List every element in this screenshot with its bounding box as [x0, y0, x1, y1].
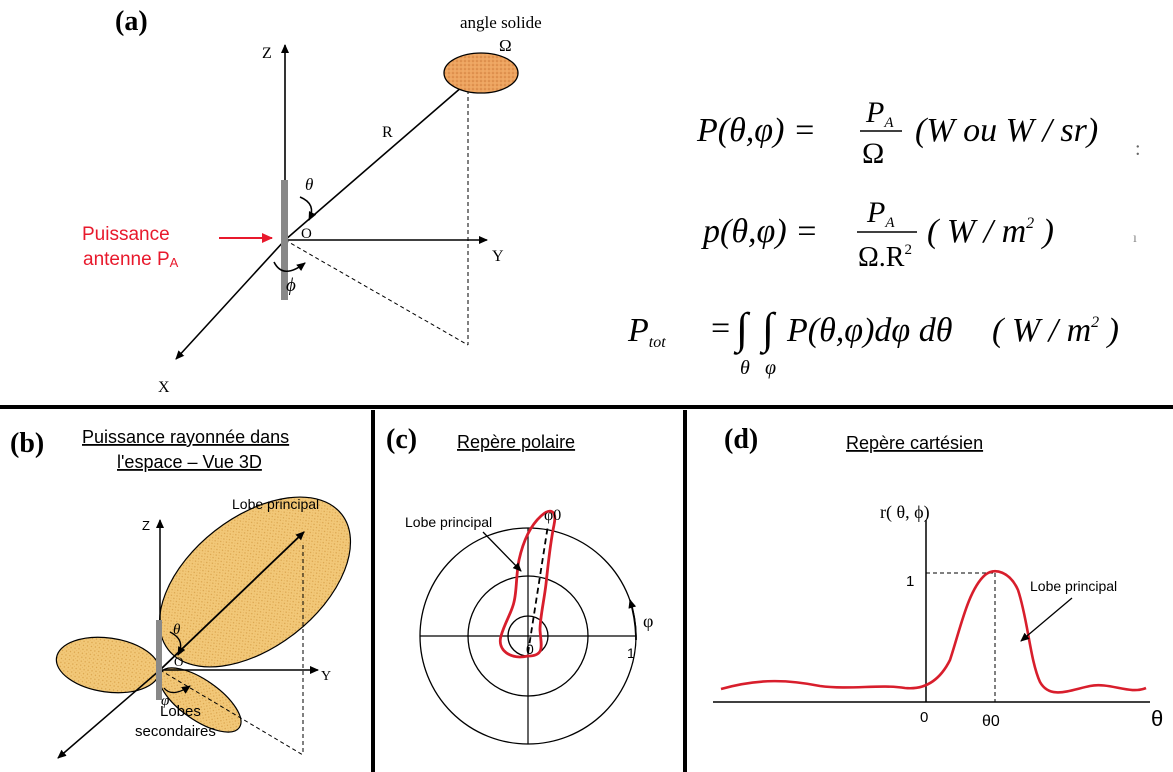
f3-unit: ( W / m2 ) [992, 312, 1119, 349]
c-main-lobe-label: Lobe principal [405, 514, 492, 530]
c-phi0-dashed-line [527, 524, 549, 654]
formula-3: Ptot = ∫ ∫ θ φ P(θ,φ)dφ dθ ( W / m2 ) [627, 304, 1119, 379]
panel-c: (c) Repère polaire Lobe principal φ0 0 1… [386, 424, 653, 745]
f1-numerator: PA [865, 96, 894, 131]
a-origin-label: O [301, 226, 312, 242]
a-y-label: Y [492, 248, 504, 265]
d-main-lobe-arrow [1020, 597, 1073, 642]
a-dash-ground [284, 239, 469, 346]
f1-lhs: P(θ,φ) = [696, 112, 816, 149]
b-side-lobes-label-1: Lobes [160, 703, 201, 720]
b-z-label: Z [142, 518, 150, 533]
panel-d-label: (d) [724, 424, 758, 455]
d-main-lobe-label: Lobe principal [1030, 578, 1117, 594]
f3-integral-2: ∫ [759, 304, 777, 355]
b-origin-label: O [174, 654, 183, 669]
a-power-label-line2: antenne PA [83, 249, 179, 270]
d-curve [720, 570, 1147, 694]
b-theta-label: θ [173, 622, 181, 638]
a-z-label: Z [262, 45, 272, 62]
d-x-zero-label: 0 [920, 709, 928, 726]
a-solid-angle-symbol: Ω [499, 36, 512, 55]
b-phi-arc [163, 685, 191, 694]
d-y-one-label: 1 [906, 573, 914, 590]
b-x-axis [57, 669, 161, 759]
formula-2: p(θ,φ) = PA Ω.R2 ( W / m2 ) [701, 196, 1054, 273]
f2-unit: ( W / m2 ) [927, 213, 1054, 250]
f3-integral-1: ∫ [733, 304, 751, 355]
f2-numerator: PA [866, 196, 895, 231]
a-antenna [281, 180, 288, 300]
b-theta-arc [169, 631, 186, 656]
formula-1-trailing-mark: : [1135, 138, 1141, 160]
panel-a-label: (a) [115, 6, 148, 37]
d-y-label: r( θ, ϕ) [880, 502, 930, 523]
a-phi-label: ϕ [286, 275, 296, 296]
d-x-theta0-label: θ0 [982, 713, 1000, 730]
b-main-lobe-label: Lobe principal [232, 496, 319, 512]
c-one-label: 1 [627, 645, 635, 661]
f3-equals: = [711, 310, 730, 347]
panel-c-title: Repère polaire [457, 432, 575, 452]
a-x-label: X [158, 379, 170, 396]
c-phi0-label: φ0 [544, 507, 561, 524]
panel-b-title-line1: Puissance rayonnée dans [82, 427, 289, 447]
c-polar-pattern [498, 509, 557, 659]
f2-lhs: p(θ,φ) = [701, 213, 818, 250]
panel-b-label: (b) [10, 428, 44, 459]
a-phi-arc [273, 261, 306, 273]
f1-unit: (W ou W / sr) [915, 112, 1098, 149]
panel-a: (a) Z Y X R angle solide Ω θ O ϕ Puissan… [82, 6, 542, 396]
f3-body: P(θ,φ)dφ dθ [786, 312, 952, 349]
b-side-lobes-label-2: secondaires [135, 723, 216, 740]
b-y-label: Y [321, 669, 331, 684]
f3-int-sub-2: φ [765, 357, 776, 379]
a-theta-label: θ [305, 175, 313, 194]
c-main-lobe-arrow [482, 531, 522, 572]
d-x-theta-label: θ [1151, 706, 1163, 731]
panel-b-title-line2: l'espace – Vue 3D [117, 452, 262, 472]
a-x-axis [175, 239, 286, 360]
b-antenna [156, 620, 162, 700]
a-power-label-line1: Puissance [82, 224, 170, 245]
a-theta-arc [299, 196, 317, 221]
f1-denominator: Ω [862, 137, 884, 170]
c-phi-label: φ [643, 611, 653, 631]
formulas: P(θ,φ) = PA Ω (W ou W / sr) p(θ,φ) = PA … [627, 96, 1141, 379]
a-radius-label: R [382, 124, 393, 141]
f3-lhs: Ptot [627, 312, 666, 351]
panel-d: (d) Repère cartésien r( θ, ϕ) 1 0 θ0 θ L… [713, 424, 1163, 731]
b-side-lobe-left [55, 636, 161, 694]
formula-2-trailing-mark: ı [1133, 231, 1137, 246]
f3-int-sub-1: θ [740, 357, 750, 379]
a-solid-angle-ellipse [443, 52, 519, 94]
c-phi-arrow [628, 599, 637, 641]
b-phi-label: φ [161, 693, 169, 709]
c-zero-label: 0 [526, 641, 534, 657]
a-radius-line [284, 79, 471, 241]
panel-b: (b) Puissance rayonnée dans l'espace – V… [10, 427, 352, 759]
a-solid-angle-label: angle solide [460, 13, 542, 32]
panel-c-label: (c) [386, 424, 417, 455]
panel-d-title: Repère cartésien [846, 433, 983, 453]
f2-denominator: Ω.R2 [858, 242, 912, 273]
formula-1: P(θ,φ) = PA Ω (W ou W / sr) [696, 96, 1098, 170]
